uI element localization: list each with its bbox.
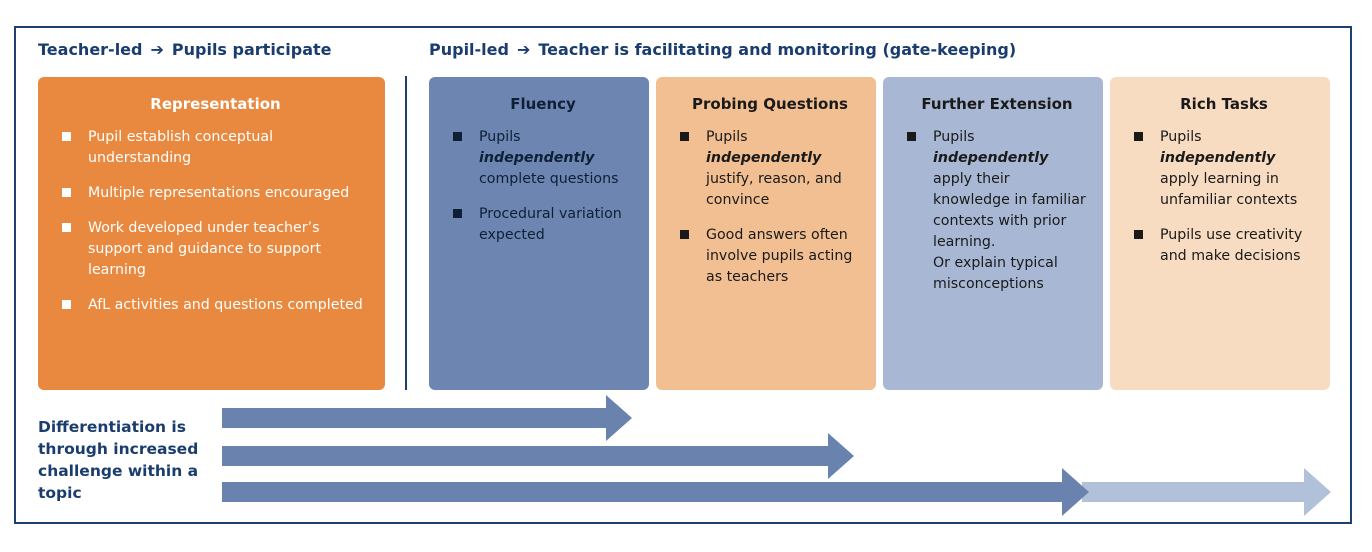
diagram-frame: [14, 26, 1352, 524]
list-item: Pupils use creativity and make decisions: [1132, 225, 1316, 267]
item-emphasis: independently: [479, 150, 595, 166]
header-right-arrow-icon: ➔: [516, 40, 531, 59]
item-text: Pupils: [706, 129, 748, 145]
representation-box: Representation Pupil establish conceptua…: [38, 77, 385, 390]
rich-tasks-box: Rich Tasks Pupils independently apply le…: [1110, 77, 1330, 390]
item-emphasis: independently: [1160, 150, 1276, 166]
representation-list: Pupil establish conceptual understanding…: [60, 127, 371, 316]
arrow-long: [222, 468, 1089, 516]
differentiation-label: Differentiation is through increased cha…: [38, 418, 199, 502]
item-text: Pupils: [1160, 129, 1202, 145]
list-item: Procedural variation expected: [451, 204, 635, 246]
arrow-short: [222, 395, 632, 441]
list-item: Multiple representations encouraged: [60, 183, 371, 204]
header-left-to: Pupils participate: [171, 40, 332, 59]
list-item: Pupils independently apply learning in u…: [1132, 127, 1316, 211]
item-text: Pupils use creativity and make decisions: [1160, 227, 1303, 264]
item-text: Or explain typical misconceptions: [933, 255, 1058, 292]
item-emphasis: independently: [706, 150, 822, 166]
representation-title: Representation: [150, 95, 281, 113]
header-right-from: Pupil-led: [429, 40, 509, 59]
probing-questions-title: Probing Questions: [692, 95, 848, 113]
further-extension-title: Further Extension: [921, 95, 1073, 113]
rich-tasks-list: Pupils independently apply learning in u…: [1132, 127, 1316, 267]
item-text: justify, reason, and convince: [706, 171, 842, 208]
divider-line: [405, 76, 407, 390]
item-text: complete questions: [479, 171, 619, 187]
fluency-title: Fluency: [510, 95, 576, 113]
probing-questions-box: Probing Questions Pupils independently j…: [656, 77, 876, 390]
list-item: Pupil establish conceptual understanding: [60, 127, 371, 169]
arrow-long-light: [1082, 468, 1331, 516]
item-text: apply learning in unfamiliar contexts: [1160, 171, 1298, 208]
further-extension-list: Pupils independently apply their knowled…: [905, 127, 1089, 295]
further-extension-box: Further Extension Pupils independently a…: [883, 77, 1103, 390]
fluency-box: Fluency Pupils independently complete qu…: [429, 77, 649, 390]
item-text: Pupils: [933, 129, 975, 145]
header-left-from: Teacher-led: [38, 40, 143, 59]
item-text: Procedural variation expected: [479, 206, 622, 243]
arrow-medium: [222, 433, 854, 479]
list-item: Pupils independently justify, reason, an…: [678, 127, 862, 211]
item-text: apply their knowledge in familiar contex…: [933, 171, 1086, 250]
header-left-arrow-icon: ➔: [150, 40, 164, 59]
fluency-list: Pupils independently complete questions …: [451, 127, 635, 246]
item-text: Good answers often involve pupils acting…: [706, 227, 853, 285]
item-emphasis: independently: [933, 150, 1049, 166]
list-item: Pupils independently complete questions: [451, 127, 635, 190]
list-item: AfL activities and questions completed: [60, 295, 371, 316]
list-item: Good answers often involve pupils acting…: [678, 225, 862, 288]
list-item: Pupils independently apply their knowled…: [905, 127, 1089, 295]
list-item: Work developed under teacher’s support a…: [60, 218, 371, 281]
probing-questions-list: Pupils independently justify, reason, an…: [678, 127, 862, 288]
header-left: Teacher-led ➔ Pupils participate: [38, 40, 332, 59]
header-right: Pupil-led ➔ Teacher is facilitating and mo…: [429, 40, 1016, 59]
rich-tasks-title: Rich Tasks: [1180, 95, 1268, 113]
item-text: Pupils: [479, 129, 521, 145]
header-right-to: Teacher is facilitating and monitoring (…: [538, 40, 1017, 59]
